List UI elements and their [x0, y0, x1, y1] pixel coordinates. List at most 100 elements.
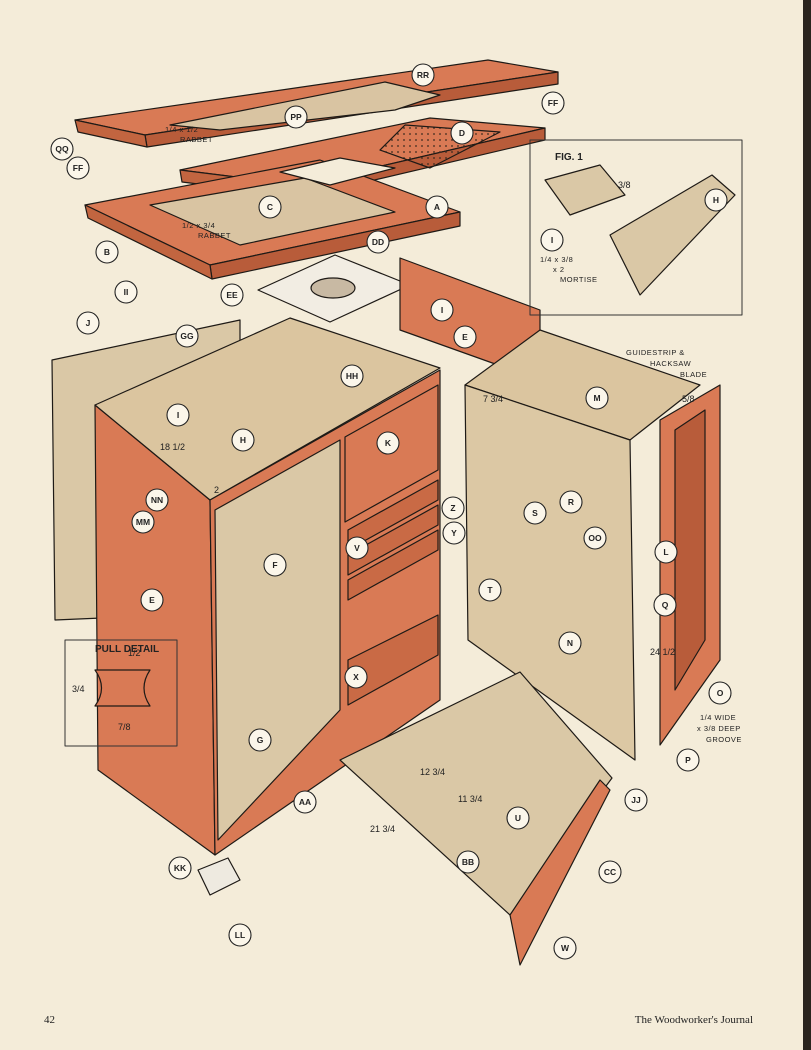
svg-text:GG: GG: [180, 331, 194, 341]
callout-a: A: [425, 195, 449, 219]
rabbet1-note: 1/4 x 1/2: [165, 125, 198, 134]
callout-k: K: [376, 431, 400, 455]
callout-v: V: [345, 536, 369, 560]
callout-ff: FF: [66, 156, 90, 180]
rabbet1b-note: RABBET: [180, 135, 213, 144]
rabbet2b-note: RABBET: [198, 231, 231, 240]
callout-p: P: [676, 748, 700, 772]
svg-text:K: K: [385, 438, 392, 448]
callout-cc: CC: [598, 860, 622, 884]
callout-q: Q: [653, 593, 677, 617]
callout-pp: PP: [284, 105, 308, 129]
callout-gg: GG: [175, 324, 199, 348]
svg-text:QQ: QQ: [55, 144, 69, 154]
svg-text:DD: DD: [372, 237, 384, 247]
callout-t: T: [478, 578, 502, 602]
mortise3-note: MORTISE: [560, 275, 598, 284]
callout-y: Y: [442, 521, 466, 545]
page-edge: [803, 0, 811, 1050]
svg-text:MM: MM: [136, 517, 150, 527]
pull-detail-box: [64, 639, 178, 747]
dim-2: 2: [214, 485, 219, 495]
svg-text:B: B: [104, 247, 110, 257]
shelf-panel-u: [339, 671, 613, 916]
svg-text:S: S: [532, 508, 538, 518]
callout-mm: MM: [131, 510, 155, 534]
svg-text:O: O: [717, 688, 724, 698]
svg-text:KK: KK: [174, 863, 187, 873]
svg-text:N: N: [567, 638, 573, 648]
callout-dd: DD: [366, 230, 390, 254]
pull-detail-title: PULL DETAIL: [95, 644, 159, 655]
callout-j: J: [76, 311, 100, 335]
dim-58: 5/8: [682, 394, 695, 404]
svg-text:LL: LL: [235, 930, 245, 940]
callout-bb: BB: [456, 850, 480, 874]
svg-text:W: W: [561, 943, 570, 953]
svg-text:NN: NN: [151, 495, 163, 505]
callout-w: W: [553, 936, 577, 960]
dim-24: 24 1/2: [650, 647, 675, 657]
svg-text:EE: EE: [226, 290, 238, 300]
dim-18: 18 1/2: [160, 442, 185, 452]
callout-i: I: [430, 298, 454, 322]
svg-text:I: I: [551, 235, 553, 245]
callout-ee: EE: [220, 283, 244, 307]
callout-c: C: [258, 195, 282, 219]
callout-b: B: [95, 240, 119, 264]
svg-text:T: T: [487, 585, 493, 595]
callout-l: L: [654, 540, 678, 564]
blade-note: BLADE: [680, 370, 707, 379]
callout-oo: OO: [583, 526, 607, 550]
svg-text:V: V: [354, 543, 360, 553]
callout-u: U: [506, 806, 530, 830]
callout-e: E: [140, 588, 164, 612]
callout-ll: LL: [228, 923, 252, 947]
svg-text:Q: Q: [662, 600, 669, 610]
callout-n: N: [558, 631, 582, 655]
callout-rr: RR: [411, 63, 435, 87]
callout-x: X: [344, 665, 368, 689]
callout-h2: H: [704, 188, 728, 212]
svg-text:PP: PP: [290, 112, 302, 122]
svg-text:RR: RR: [417, 70, 429, 80]
journal-name: The Woodworker's Journal: [634, 1014, 753, 1026]
callout-d: D: [450, 121, 474, 145]
callout-g: G: [248, 728, 272, 752]
callout-nn: NN: [145, 488, 169, 512]
callout-z: Z: [441, 496, 465, 520]
svg-text:CC: CC: [604, 867, 616, 877]
mortise-note: 1/4 x 3/8: [540, 255, 573, 264]
svg-text:L: L: [663, 547, 668, 557]
dim-12: 12 3/4: [420, 767, 445, 777]
svg-text:P: P: [685, 755, 691, 765]
dim-21: 21 3/4: [370, 824, 395, 834]
dim-12b: 1/2: [128, 648, 141, 658]
page-number: 42: [44, 1014, 55, 1026]
svg-text:HH: HH: [346, 371, 358, 381]
svg-text:R: R: [568, 497, 574, 507]
fig1-title: FIG. 1: [555, 152, 583, 163]
svg-text:I: I: [441, 305, 443, 315]
rabbet2-note: 1/2 x 3/4: [182, 221, 215, 230]
drawer-front-cc: [509, 779, 611, 966]
svg-text:I: I: [177, 410, 179, 420]
callout-jj: JJ: [624, 788, 648, 812]
svg-text:U: U: [515, 813, 521, 823]
dim-34: 3/4: [72, 684, 85, 694]
dim-78: 7/8: [118, 722, 131, 732]
callout-m: M: [585, 386, 609, 410]
callout-kk: KK: [168, 856, 192, 880]
svg-text:X: X: [353, 672, 359, 682]
groove3-note: GROOVE: [706, 735, 742, 744]
svg-text:JJ: JJ: [631, 795, 641, 805]
svg-text:H: H: [240, 435, 246, 445]
groove2-note: x 3/8 DEEP: [697, 724, 741, 733]
fig1-box: [529, 139, 743, 316]
cabinet-top-frame: [94, 317, 441, 501]
callout-s: S: [523, 501, 547, 525]
svg-text:F: F: [272, 560, 277, 570]
callout-aa: AA: [293, 790, 317, 814]
